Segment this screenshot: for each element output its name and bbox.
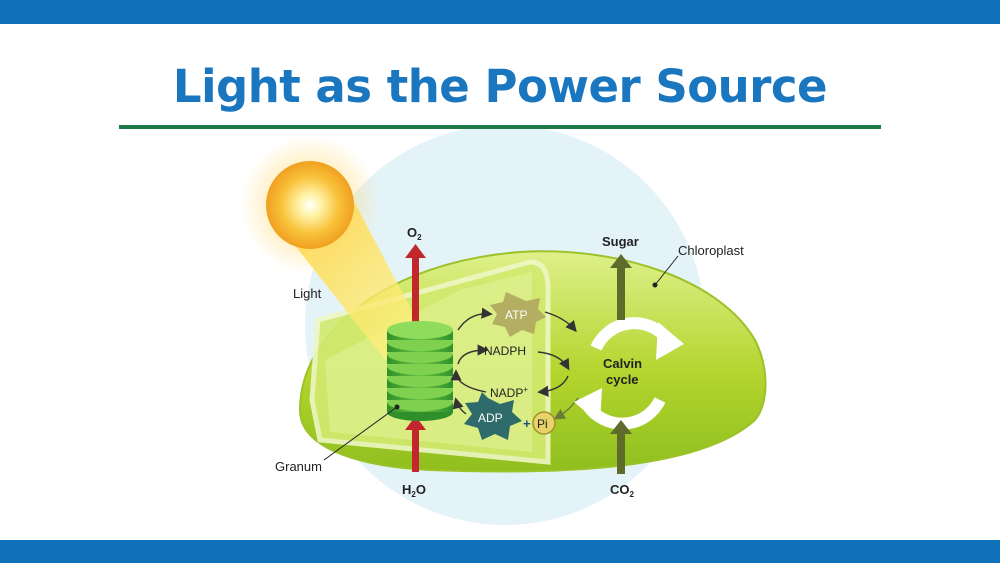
pi-label: Pi (537, 417, 548, 431)
calvin-cycle-icon (574, 317, 684, 430)
pi-icon (532, 411, 556, 435)
calvin-to-pi-arrow (553, 397, 579, 420)
nadph-label: NADPH (484, 344, 526, 358)
h2o-o: O (416, 482, 426, 497)
atp-label: ATP (505, 308, 527, 322)
granum-to-atp-arrow (457, 307, 493, 331)
light-label: Light (293, 286, 322, 301)
o2-arrow-shaft (412, 256, 419, 326)
h2o-label: H2O (402, 482, 426, 499)
granum-label: Granum (275, 459, 322, 474)
adp-label: ADP (478, 411, 503, 425)
co2-arrow-shaft (617, 432, 625, 474)
atp-burst (490, 292, 546, 337)
o2-label: O2 (407, 225, 422, 242)
title-underline (119, 125, 881, 129)
calvin-cycle-label-line2: cycle (606, 372, 639, 387)
slide-title: Light as the Power Source (172, 60, 828, 113)
nadp-main: NADP (490, 386, 523, 400)
nadp-to-granum-arrow (450, 369, 487, 393)
o2-arrow-head (405, 244, 426, 258)
co2-subscript: 2 (630, 490, 635, 499)
bottom-banner (0, 540, 1000, 563)
calvin-to-nadp-arrow (537, 375, 569, 397)
sugar-arrow-head (610, 254, 632, 268)
sun-icon (266, 161, 354, 249)
granum-pointer-line (323, 406, 398, 461)
co2-main: CO (610, 482, 630, 497)
atp-to-calvin-arrow (544, 311, 577, 333)
sugar-label: Sugar (602, 234, 639, 249)
co2-arrow-head (610, 420, 632, 434)
co2-label: CO2 (610, 482, 635, 499)
nadph-to-calvin-arrow (537, 351, 570, 371)
top-banner (0, 0, 1000, 24)
chloroplast-label: Chloroplast (678, 243, 744, 258)
nadp-superscript: + (523, 385, 528, 394)
adp-to-granum-arrow (452, 397, 467, 415)
o2-subscript: 2 (417, 233, 422, 242)
h2o-arrow-shaft (412, 428, 419, 472)
o2-main: O (407, 225, 417, 240)
nadp-label: NADP+ (490, 385, 528, 400)
granum-to-nadph-arrow (457, 344, 489, 365)
chloroplast-pointer-line (654, 255, 679, 286)
sugar-arrow-shaft (617, 266, 625, 320)
h2o-h: H (402, 482, 411, 497)
granum-stack (387, 321, 453, 421)
calvin-cycle-label-line1: Calvin (603, 356, 642, 371)
plus-label: + (523, 416, 531, 431)
h2o-subscript: 2 (411, 490, 416, 499)
h2o-arrow-head (405, 416, 426, 430)
adp-burst (464, 392, 522, 440)
